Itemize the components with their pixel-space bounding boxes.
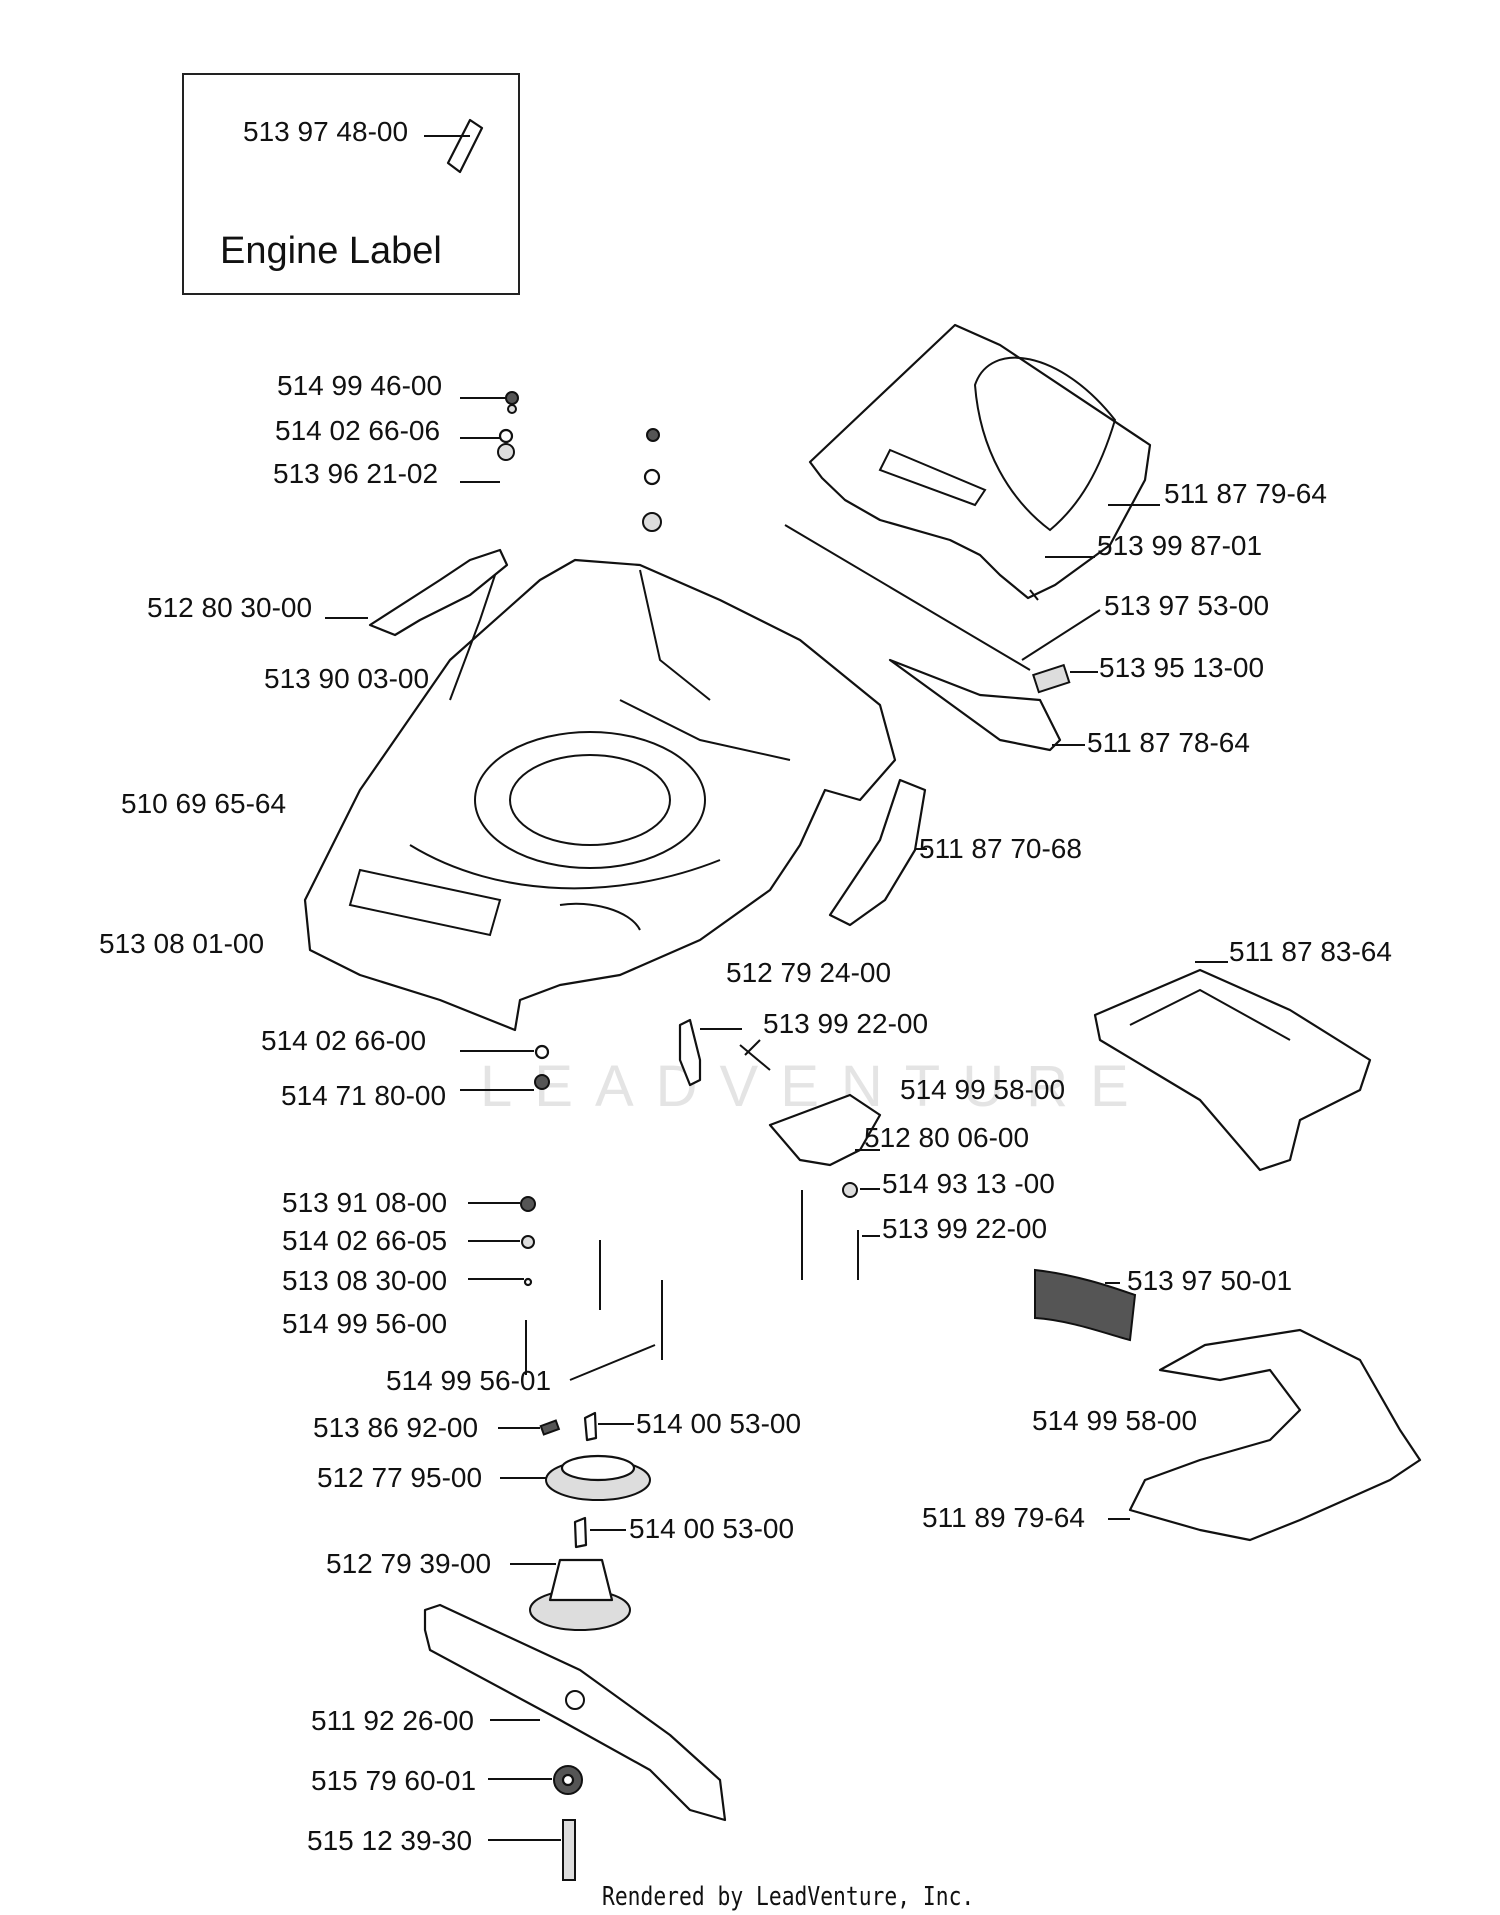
rod-part xyxy=(784,524,1031,671)
spring-part xyxy=(1032,663,1098,694)
callout-label: 512 80 06-00 xyxy=(864,1122,1030,1153)
inset-title: Engine Label xyxy=(220,230,442,272)
engine-label-inset xyxy=(182,73,520,295)
deck-housing-part xyxy=(303,558,897,1032)
callout-label: 512 80 30-00 xyxy=(147,592,313,623)
watermark-text: LEADVENTURE xyxy=(480,1054,1151,1119)
handle-bracket-part xyxy=(828,778,927,927)
callout-label: 514 99 56-01 xyxy=(386,1365,552,1396)
callout-label: 513 90 03-00 xyxy=(264,663,430,694)
callout-label: 511 87 78-64 xyxy=(1087,727,1250,758)
callout-label: 512 79 39-00 xyxy=(326,1548,492,1579)
washer-nut-stack xyxy=(460,391,662,532)
callout-label: 510 69 65-64 xyxy=(121,788,287,819)
callout-label: 514 02 66-00 xyxy=(261,1025,427,1056)
callout-label: 515 79 60-01 xyxy=(311,1765,477,1796)
callout-label: 514 99 46-00 xyxy=(277,370,443,401)
grille-part xyxy=(1034,1268,1137,1342)
callout-label: 514 99 58-00 xyxy=(900,1074,1066,1105)
bracket-part xyxy=(325,548,509,637)
callout-label: 513 97 50-01 xyxy=(1127,1265,1293,1296)
callout-label: 511 87 83-64 xyxy=(1229,936,1392,967)
blade-part xyxy=(423,1603,727,1822)
callout-label: 511 87 70-68 xyxy=(919,833,1082,864)
callout-label: 513 08 30-00 xyxy=(282,1265,448,1296)
callout-label: 514 71 80-00 xyxy=(281,1080,447,1111)
callout-label: 514 00 53-00 xyxy=(629,1513,795,1544)
callout-label: 511 87 79-64 xyxy=(1164,478,1327,509)
callout-label: 511 92 26-00 xyxy=(311,1705,474,1736)
callout-label: 512 77 95-00 xyxy=(317,1462,483,1493)
footer-credit: Rendered by LeadVenture, Inc. xyxy=(602,1882,975,1912)
mulch-insert-part xyxy=(1108,1328,1422,1542)
callout-label: 513 96 21-02 xyxy=(273,458,439,489)
callout-label: 514 00 53-00 xyxy=(636,1408,802,1439)
callout-label: 515 12 39-30 xyxy=(307,1825,473,1856)
rear-tray-part xyxy=(1093,961,1372,1172)
middle-hardware xyxy=(460,1018,882,1167)
left-bolts xyxy=(468,1182,880,1381)
callout-label: 513 99 87-01 xyxy=(1097,530,1263,561)
callout-label: 514 02 66-05 xyxy=(282,1225,448,1256)
callout-label: 514 99 58-00 xyxy=(1032,1405,1198,1436)
flap-part xyxy=(888,658,1085,752)
rear-cover-part xyxy=(808,323,1160,601)
inset-part-number: 513 97 48-00 xyxy=(243,116,409,147)
blade-adapter-part xyxy=(510,1558,631,1631)
callout-label: 511 89 79-64 xyxy=(922,1502,1085,1533)
callout-label: 513 91 08-00 xyxy=(282,1187,448,1218)
engine-label-sticker xyxy=(424,118,484,174)
callout-label: 513 95 13-00 xyxy=(1099,652,1265,683)
callout-label: 513 99 22-00 xyxy=(763,1008,929,1039)
callout-label: 513 86 92-00 xyxy=(313,1412,479,1443)
callout-label: 512 79 24-00 xyxy=(726,957,892,988)
callout-label: 513 08 01-00 xyxy=(99,928,265,959)
callout-label: 514 02 66-06 xyxy=(275,415,441,446)
callout-label: 514 99 56-00 xyxy=(282,1308,448,1339)
callout-label: 514 93 13 -00 xyxy=(882,1168,1055,1199)
blade-bolt-washer xyxy=(488,1765,583,1881)
callout-label: 513 99 22-00 xyxy=(882,1213,1048,1244)
callout-label: 513 97 53-00 xyxy=(1104,590,1270,621)
pulley-stack xyxy=(498,1411,651,1549)
